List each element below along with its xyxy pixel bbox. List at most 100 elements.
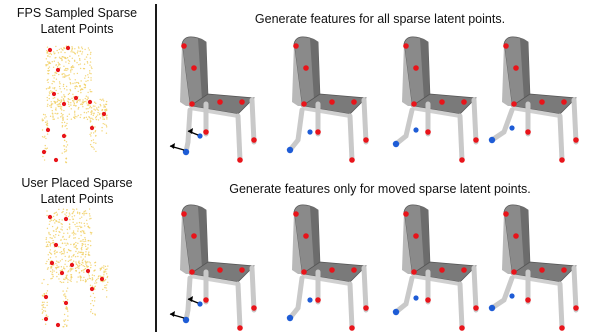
moved-latent-point bbox=[509, 293, 515, 299]
latent-point bbox=[43, 294, 49, 300]
chair-leg-front-right bbox=[235, 281, 243, 331]
latent-point bbox=[65, 45, 71, 51]
latent-point bbox=[439, 267, 445, 273]
latent-point bbox=[191, 233, 197, 239]
chair-leg-front-right bbox=[235, 113, 243, 163]
latent-point bbox=[191, 65, 197, 71]
latent-point bbox=[55, 67, 61, 73]
chair-leg-back-right bbox=[571, 97, 579, 145]
chair-row1-step4 bbox=[488, 36, 579, 163]
latent-point bbox=[47, 47, 53, 53]
chair-seat-edge bbox=[512, 106, 560, 118]
chair-row2-step3 bbox=[392, 204, 479, 331]
latent-point bbox=[411, 101, 417, 107]
fps-point-cloud bbox=[41, 45, 108, 164]
latent-point bbox=[403, 43, 409, 49]
latent-point bbox=[511, 101, 517, 107]
chair-leg-back-right bbox=[361, 265, 369, 313]
latent-point bbox=[315, 129, 321, 135]
chair-seat-edge bbox=[412, 274, 460, 286]
chair-leg-back-right bbox=[471, 265, 479, 313]
latent-point bbox=[63, 300, 69, 306]
latent-point bbox=[85, 268, 91, 274]
chair-row2-step4 bbox=[488, 204, 579, 331]
latent-point bbox=[53, 242, 59, 248]
chair-leg-front-right bbox=[557, 113, 565, 163]
latent-point bbox=[573, 137, 579, 143]
latent-point bbox=[51, 91, 57, 97]
latent-point bbox=[403, 211, 409, 217]
moved-latent-point bbox=[392, 308, 400, 316]
latent-point bbox=[43, 316, 49, 322]
fps-label: FPS Sampled Sparse Latent Points bbox=[2, 5, 152, 37]
moved-latent-point bbox=[509, 125, 515, 131]
moved-latent-point bbox=[307, 129, 313, 135]
latent-point bbox=[461, 99, 467, 105]
column-divider bbox=[155, 4, 157, 332]
latent-point bbox=[363, 137, 369, 143]
moved-latent-point bbox=[488, 136, 496, 144]
latent-point bbox=[99, 276, 105, 282]
latent-point bbox=[559, 325, 565, 331]
chair-leg-front-left bbox=[489, 275, 515, 311]
latent-point bbox=[181, 211, 187, 217]
chair-backrest-side bbox=[420, 38, 430, 100]
user-placed-label-line2: Latent Points bbox=[40, 192, 114, 206]
chair-leg-back-right bbox=[471, 97, 479, 145]
chair-row1-step1 bbox=[169, 36, 257, 163]
latent-point bbox=[203, 297, 209, 303]
latent-point bbox=[461, 267, 467, 273]
latent-point bbox=[59, 270, 65, 276]
chair-backrest-side bbox=[420, 206, 430, 268]
latent-point bbox=[53, 157, 59, 163]
chair-seat-edge bbox=[512, 274, 560, 286]
latent-point bbox=[89, 286, 95, 292]
chair-row2-step2 bbox=[286, 204, 369, 331]
moved-latent-point bbox=[197, 133, 203, 139]
chair-leg-back-right bbox=[249, 265, 257, 313]
latent-point bbox=[89, 125, 95, 131]
latent-point bbox=[301, 269, 307, 275]
latent-point bbox=[301, 101, 307, 107]
chair-leg-back-right bbox=[571, 265, 579, 313]
latent-point bbox=[45, 127, 51, 133]
latent-point bbox=[503, 211, 509, 217]
latent-point bbox=[411, 269, 417, 275]
chair-leg-front-left bbox=[393, 275, 415, 315]
latent-point bbox=[251, 305, 257, 311]
latent-point bbox=[41, 149, 47, 155]
user-point-cloud bbox=[41, 208, 109, 328]
user-placed-label: User Placed Sparse Latent Points bbox=[2, 175, 152, 207]
latent-point bbox=[425, 297, 431, 303]
chair-row1-step2 bbox=[286, 36, 369, 163]
latent-point bbox=[349, 157, 355, 163]
fps-label-line2: Latent Points bbox=[40, 22, 114, 36]
latent-point bbox=[217, 99, 223, 105]
latent-point bbox=[413, 65, 419, 71]
latent-point bbox=[561, 99, 567, 105]
chair-leg-front-left bbox=[287, 275, 305, 321]
chair-leg-front-right bbox=[457, 281, 465, 331]
chair-seat-edge bbox=[302, 106, 350, 118]
latent-point bbox=[473, 137, 479, 143]
latent-point bbox=[73, 95, 79, 101]
chair-leg-back-right bbox=[249, 97, 257, 145]
latent-point bbox=[363, 305, 369, 311]
latent-point bbox=[351, 267, 357, 273]
chair-leg-front-left bbox=[183, 275, 193, 323]
latent-point bbox=[349, 325, 355, 331]
latent-point bbox=[237, 325, 243, 331]
latent-point bbox=[573, 305, 579, 311]
chair-leg-front-left bbox=[393, 107, 415, 147]
latent-point bbox=[239, 99, 245, 105]
row-title-moved: Generate features only for moved sparse … bbox=[229, 182, 531, 196]
chair-leg-back-right bbox=[361, 97, 369, 145]
latent-point bbox=[539, 99, 545, 105]
latent-point bbox=[329, 99, 335, 105]
moved-latent-point bbox=[182, 148, 190, 156]
chair-leg-front-left bbox=[287, 107, 305, 153]
latent-point bbox=[425, 129, 431, 135]
latent-point bbox=[303, 233, 309, 239]
chair-seat-edge bbox=[412, 106, 460, 118]
latent-point bbox=[439, 99, 445, 105]
